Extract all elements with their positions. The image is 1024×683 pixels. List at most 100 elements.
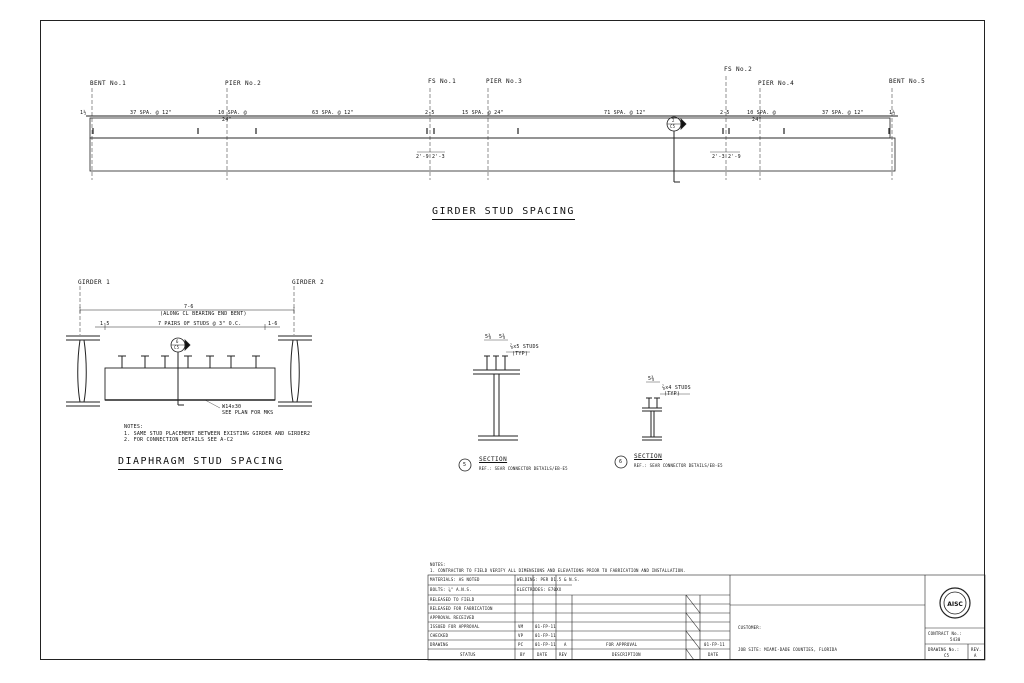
member-note: SEE PLAN FOR MKS (222, 410, 274, 416)
aisc-seal-text: AISC (947, 601, 963, 608)
girder1-label: GIRDER 1 (78, 279, 111, 286)
diaphragm-title: DIAPHRAGM STUD SPACING (118, 456, 284, 470)
status-row: DRAWING (430, 642, 449, 647)
header-description: DESCRIPTION (612, 652, 641, 657)
sec5-number: 5 (463, 462, 467, 468)
rev-date: 01-FP-11 (704, 642, 725, 647)
drawing-sheet (40, 20, 985, 660)
centerline-pier4: PIER No.4 (758, 80, 795, 87)
spacing-label: 37 SPA. @ 12" (822, 110, 864, 116)
materials: MATERIALS: AS NOTED (430, 577, 480, 582)
sec6-stud-label: ⅞x4 STUDS (662, 385, 691, 391)
welding: WELDING: PER D1.5 & N.S. (517, 577, 580, 582)
dim-total-note: (ALONG CL BEARING END BENT) (160, 311, 247, 317)
small-dim: 2'-9 (728, 154, 741, 160)
rev-no: A (974, 653, 977, 658)
spacing-label: 1½ (80, 110, 87, 116)
centerline-bent5: BENT No.5 (889, 78, 926, 85)
small-dim: 2'-9 (416, 154, 429, 160)
aisc-seal-outer (939, 587, 971, 619)
contract-no: 5430 (950, 637, 961, 642)
spacing-label: 2-5 (720, 110, 730, 116)
diaphragm-left-girder (66, 335, 100, 407)
rev-cell: A (564, 642, 567, 647)
status-row: RELEASED FOR FABRICATION (430, 606, 493, 611)
bolts: BOLTS: ⅞" A.N.S. (430, 587, 472, 592)
sec6-ref: REF.: SEAR CONNECTOR DETAILS/EB-E5 (634, 463, 723, 468)
spacing-label: 2-5 (425, 110, 435, 116)
dim-left: 1-5 (100, 321, 110, 327)
by-cell: VP (518, 633, 524, 638)
drawing-no: C5 (944, 653, 950, 658)
date-cell: 01-FP-11 (535, 624, 556, 629)
section-6-drawing (642, 397, 662, 441)
sec5-stud-label: ⅞x5 STUDS (510, 344, 539, 350)
sec5-ref: REF.: SEAR CONNECTOR DETAILS/EB-E5 (479, 466, 568, 471)
sec6-dim: 5⅜ (648, 376, 655, 382)
sec5-dim: 5⅜ (485, 334, 492, 340)
centerline-pier2: PIER No.2 (225, 80, 262, 87)
rev-description: FOR APPROVAL (606, 642, 638, 647)
section-5-drawing (473, 355, 520, 441)
spacing-label: 1½ (889, 110, 896, 116)
sec6-number: 6 (619, 459, 623, 465)
small-dim: 24" (752, 117, 762, 123)
diaphragm-note: 1. SAME STUD PLACEMENT BETWEEN EXISTING … (124, 431, 311, 437)
customer-label: CUSTOMER: (738, 625, 762, 630)
centerline-fs2: FS No.2 (724, 66, 753, 73)
rev-label: REV. (971, 647, 982, 652)
status-row: ISSUED FOR APPROVAL (430, 624, 480, 629)
by-cell: PC (518, 642, 524, 647)
girder-marker-top: 2 (672, 118, 675, 123)
diaphragm-note: 2. FOR CONNECTION DETAILS SEE A-C2 (124, 437, 234, 443)
small-dim: 2'-3 (712, 154, 725, 160)
dim-mid: 7 PAIRS OF STUDS @ 3" O.C. (158, 321, 242, 327)
girder-web (89, 137, 896, 172)
header-date2: DATE (708, 652, 719, 657)
sec5-stud-sub: (TYP) (512, 351, 529, 357)
girder-top-flange (89, 117, 891, 139)
centerline-pier3: PIER No.3 (486, 78, 523, 85)
dim-total: 7-6 (184, 304, 194, 310)
spacing-label: 10 SPA. @ (747, 110, 776, 116)
job-site: JOB SITE: MIAMI-DADE COUNTIES, FLORIDA (738, 647, 838, 652)
by-cell: VM (518, 624, 524, 629)
spacing-label: 63 SPA. @ 12" (312, 110, 354, 116)
girder-title: GIRDER STUD SPACING (432, 206, 575, 220)
spacing-label: 71 SPA. @ 12" (604, 110, 646, 116)
dim-right: 1-6 (268, 321, 278, 327)
status-row: CHECKED (430, 633, 449, 638)
diaphragm-notes-title: NOTES: (124, 424, 144, 430)
centerline-bent1: BENT No.1 (90, 80, 127, 87)
header-by: BY (520, 652, 526, 657)
electrodes: ELECTRODES: E70XX (517, 587, 562, 592)
title-block-grid (427, 574, 986, 661)
header-rev: REV (559, 652, 567, 657)
general-note: 1. CONTRACTOR TO FIELD VERIFY ALL DIMENS… (430, 568, 686, 573)
header-status: STATUS (460, 652, 476, 657)
small-dim: 2'-3 (432, 154, 445, 160)
sec5-title: SECTION (479, 456, 508, 463)
date-cell: 01-FP-11 (535, 642, 556, 647)
contract-label: CONTRACT No.: (928, 631, 962, 636)
spacing-label: 37 SPA. @ 12" (130, 110, 172, 116)
spacing-label: 15 SPA. @ 24" (462, 110, 504, 116)
header-date: DATE (537, 652, 548, 657)
diaphragm-right-girder (278, 335, 312, 407)
centerline-fs1: FS No.1 (428, 78, 457, 85)
small-dim: 24" (222, 117, 232, 123)
sec6-stud-sub: (TYP) (664, 391, 681, 397)
spacing-label: 10 SPA. @ (218, 110, 247, 116)
general-notes-title: NOTES: (430, 562, 446, 567)
sec6-title: SECTION (634, 453, 663, 460)
sec5-dim: 5⅜ (499, 334, 506, 340)
diaphragm-marker-top: 6 (176, 339, 179, 344)
girder-marker-bottom: C5 (670, 124, 676, 129)
diaphragm-marker-bottom: C5 (174, 345, 180, 350)
status-row: APPROVAL RECEIVED (430, 615, 475, 620)
member-label: W14x30 (222, 404, 242, 410)
drawing-label: DRAWING No.: (928, 647, 960, 652)
date-cell: 01-FP-11 (535, 633, 556, 638)
girder2-label: GIRDER 2 (292, 279, 325, 286)
